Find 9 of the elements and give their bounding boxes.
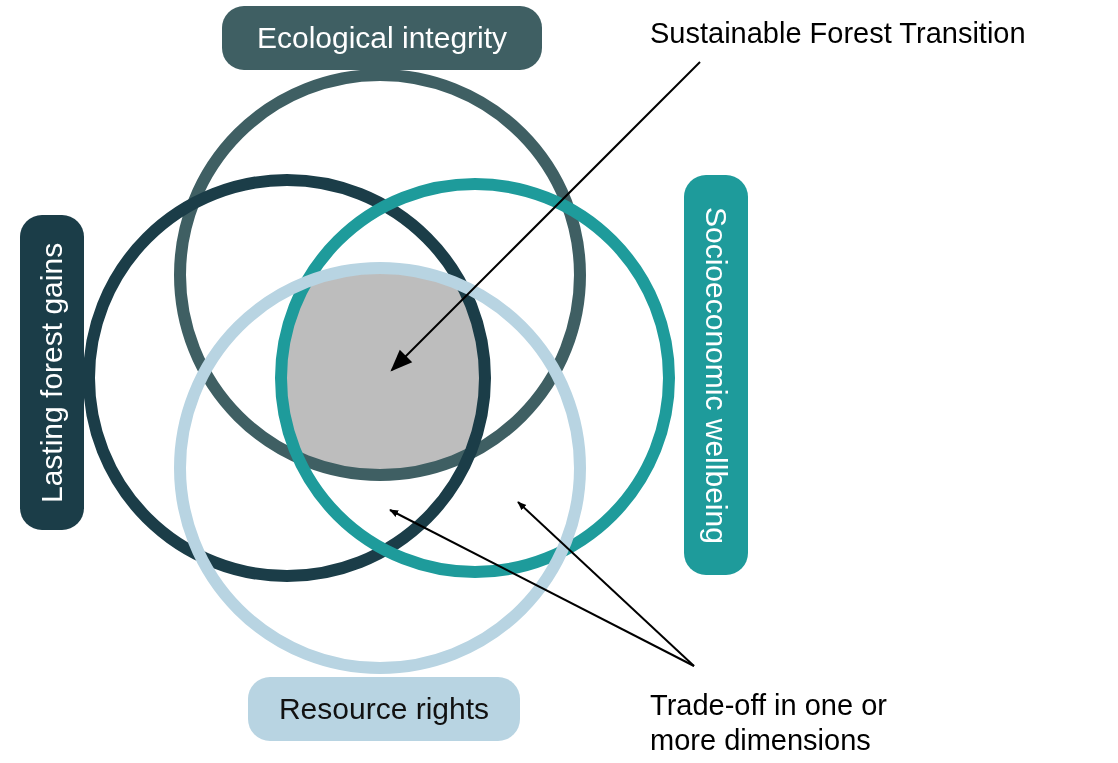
leader-arrow (390, 61, 701, 372)
dimension-label: Lasting forest gains (20, 215, 84, 530)
dimension-label: Resource rights (248, 677, 520, 741)
callout-text: Trade-off in one or more dimensions (650, 688, 950, 762)
callout-text: Sustainable Forest Transition (650, 16, 1110, 56)
dimension-label: Socioeconomic wellbeing (684, 175, 748, 575)
dimension-label: Ecological integrity (222, 6, 542, 70)
leader-arrow (517, 501, 695, 667)
leader-arrow (389, 509, 695, 667)
